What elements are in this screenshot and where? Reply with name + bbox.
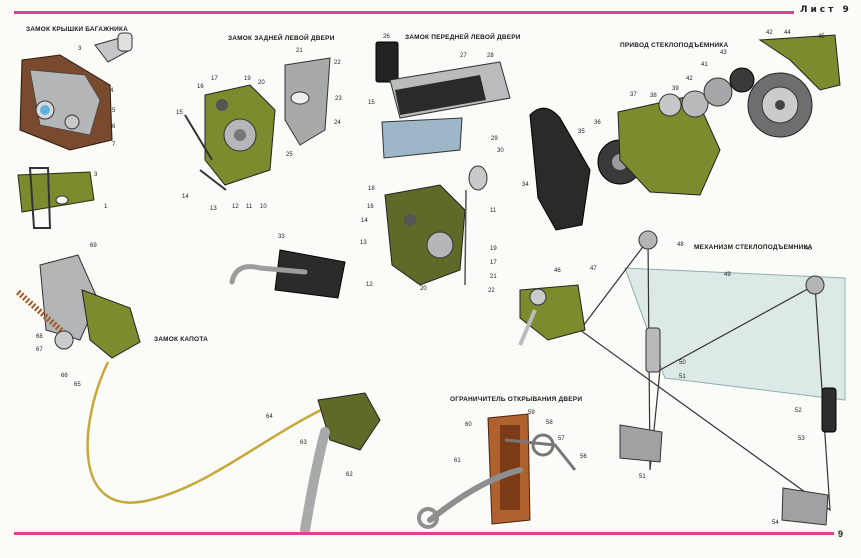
svg-text:64: 64	[266, 414, 273, 420]
svg-text:41: 41	[701, 62, 708, 68]
svg-text:28: 28	[487, 53, 494, 59]
svg-text:29: 29	[491, 136, 498, 142]
svg-text:52: 52	[795, 408, 802, 414]
svg-text:6: 6	[112, 124, 116, 130]
svg-text:14: 14	[361, 218, 368, 224]
svg-text:56: 56	[580, 454, 587, 460]
svg-text:13: 13	[360, 240, 367, 246]
svg-text:16: 16	[367, 204, 374, 210]
svg-text:17: 17	[490, 260, 497, 266]
svg-text:50: 50	[679, 360, 686, 366]
svg-text:26: 26	[383, 34, 390, 40]
svg-text:39: 39	[672, 86, 679, 92]
svg-text:22: 22	[488, 288, 495, 294]
title-hood-lock: ЗАМОК КАПОТА	[154, 336, 208, 343]
front-door-lock-assembly	[229, 41, 511, 299]
header-rule	[14, 11, 794, 14]
svg-text:15: 15	[368, 100, 375, 106]
window-lifter-drive-assembly	[529, 34, 841, 231]
svg-text:43: 43	[720, 50, 727, 56]
page-number: 9	[838, 529, 844, 539]
callout-numbers: 3 4 5 6 7 3 1 21 22 23 24 25 16 17 19 20…	[36, 30, 825, 526]
svg-text:19: 19	[490, 246, 497, 252]
svg-text:54: 54	[772, 520, 779, 526]
svg-text:4: 4	[110, 88, 114, 94]
svg-text:65: 65	[74, 382, 81, 388]
svg-text:12: 12	[366, 282, 373, 288]
svg-text:51: 51	[639, 474, 646, 480]
svg-text:3: 3	[78, 46, 82, 52]
door-limiter-assembly	[417, 413, 577, 529]
svg-text:66: 66	[61, 373, 68, 379]
svg-text:10: 10	[260, 204, 267, 210]
svg-text:1: 1	[104, 204, 108, 210]
svg-text:20: 20	[420, 286, 427, 292]
svg-text:15: 15	[176, 110, 183, 116]
svg-text:27: 27	[460, 53, 467, 59]
svg-text:7: 7	[112, 142, 116, 148]
title-door-opening-limiter: ОГРАНИЧИТЕЛЬ ОТКРЫВАНИЯ ДВЕРИ	[450, 396, 583, 403]
svg-text:25: 25	[286, 152, 293, 158]
title-trunk-lock: ЗАМОК КРЫШКИ БАГАЖНИКА	[26, 26, 129, 33]
svg-text:33: 33	[278, 234, 285, 240]
svg-text:22: 22	[334, 60, 341, 66]
svg-text:47: 47	[590, 266, 597, 272]
svg-text:51: 51	[679, 374, 686, 380]
svg-text:42: 42	[766, 30, 773, 36]
svg-text:5: 5	[112, 108, 116, 114]
svg-text:53: 53	[798, 436, 805, 442]
sheet-label: Лист 9	[800, 5, 852, 15]
hood-lock-assembly	[16, 254, 381, 535]
svg-text:37: 37	[630, 92, 637, 98]
svg-text:57: 57	[558, 436, 565, 442]
svg-text:11: 11	[490, 208, 497, 214]
svg-text:3: 3	[94, 172, 98, 178]
svg-text:60: 60	[465, 422, 472, 428]
svg-text:42: 42	[686, 76, 693, 82]
svg-text:13: 13	[210, 206, 217, 212]
svg-text:36: 36	[594, 120, 601, 126]
svg-text:12: 12	[232, 204, 239, 210]
svg-text:46: 46	[554, 268, 561, 274]
svg-text:11: 11	[246, 204, 253, 210]
svg-text:35: 35	[578, 129, 585, 135]
svg-text:63: 63	[300, 440, 307, 446]
svg-text:48: 48	[677, 242, 684, 248]
svg-text:67: 67	[36, 347, 43, 353]
svg-text:34: 34	[522, 182, 529, 188]
footer-rule	[14, 532, 834, 535]
rear-door-lock-assembly	[184, 57, 331, 191]
svg-text:16: 16	[197, 84, 204, 90]
title-rear-left-door-lock: ЗАМОК ЗАДНЕЙ ЛЕВОЙ ДВЕРИ	[228, 35, 335, 42]
svg-text:49: 49	[724, 272, 731, 278]
window-lifter-mechanism-assembly	[518, 230, 846, 526]
svg-text:20: 20	[258, 80, 265, 86]
title-window-lifter-mechanism: МЕХАНИЗМ СТЕКЛОПОДЪЕМНИКА	[694, 244, 813, 251]
svg-text:17: 17	[211, 76, 218, 82]
svg-text:24: 24	[334, 120, 341, 126]
svg-text:45: 45	[818, 34, 825, 40]
svg-text:44: 44	[784, 30, 791, 36]
title-front-left-door-lock: ЗАМОК ПЕРЕДНЕЙ ЛЕВОЙ ДВЕРИ	[405, 34, 521, 41]
svg-text:23: 23	[335, 96, 342, 102]
svg-text:30: 30	[497, 148, 504, 154]
svg-text:21: 21	[296, 48, 303, 54]
svg-text:61: 61	[454, 458, 461, 464]
title-window-lifter-drive: ПРИВОД СТЕКЛОПОДЪЕМНИКА	[620, 42, 729, 49]
svg-text:19: 19	[244, 76, 251, 82]
svg-text:59: 59	[528, 410, 535, 416]
svg-text:21: 21	[490, 274, 497, 280]
svg-text:40: 40	[805, 246, 812, 252]
svg-text:18: 18	[368, 186, 375, 192]
svg-text:69: 69	[90, 243, 97, 249]
svg-text:14: 14	[182, 194, 189, 200]
svg-text:58: 58	[546, 420, 553, 426]
trunk-lock-assembly	[17, 32, 133, 229]
svg-text:38: 38	[650, 93, 657, 99]
svg-text:68: 68	[36, 334, 43, 340]
svg-text:62: 62	[346, 472, 353, 478]
